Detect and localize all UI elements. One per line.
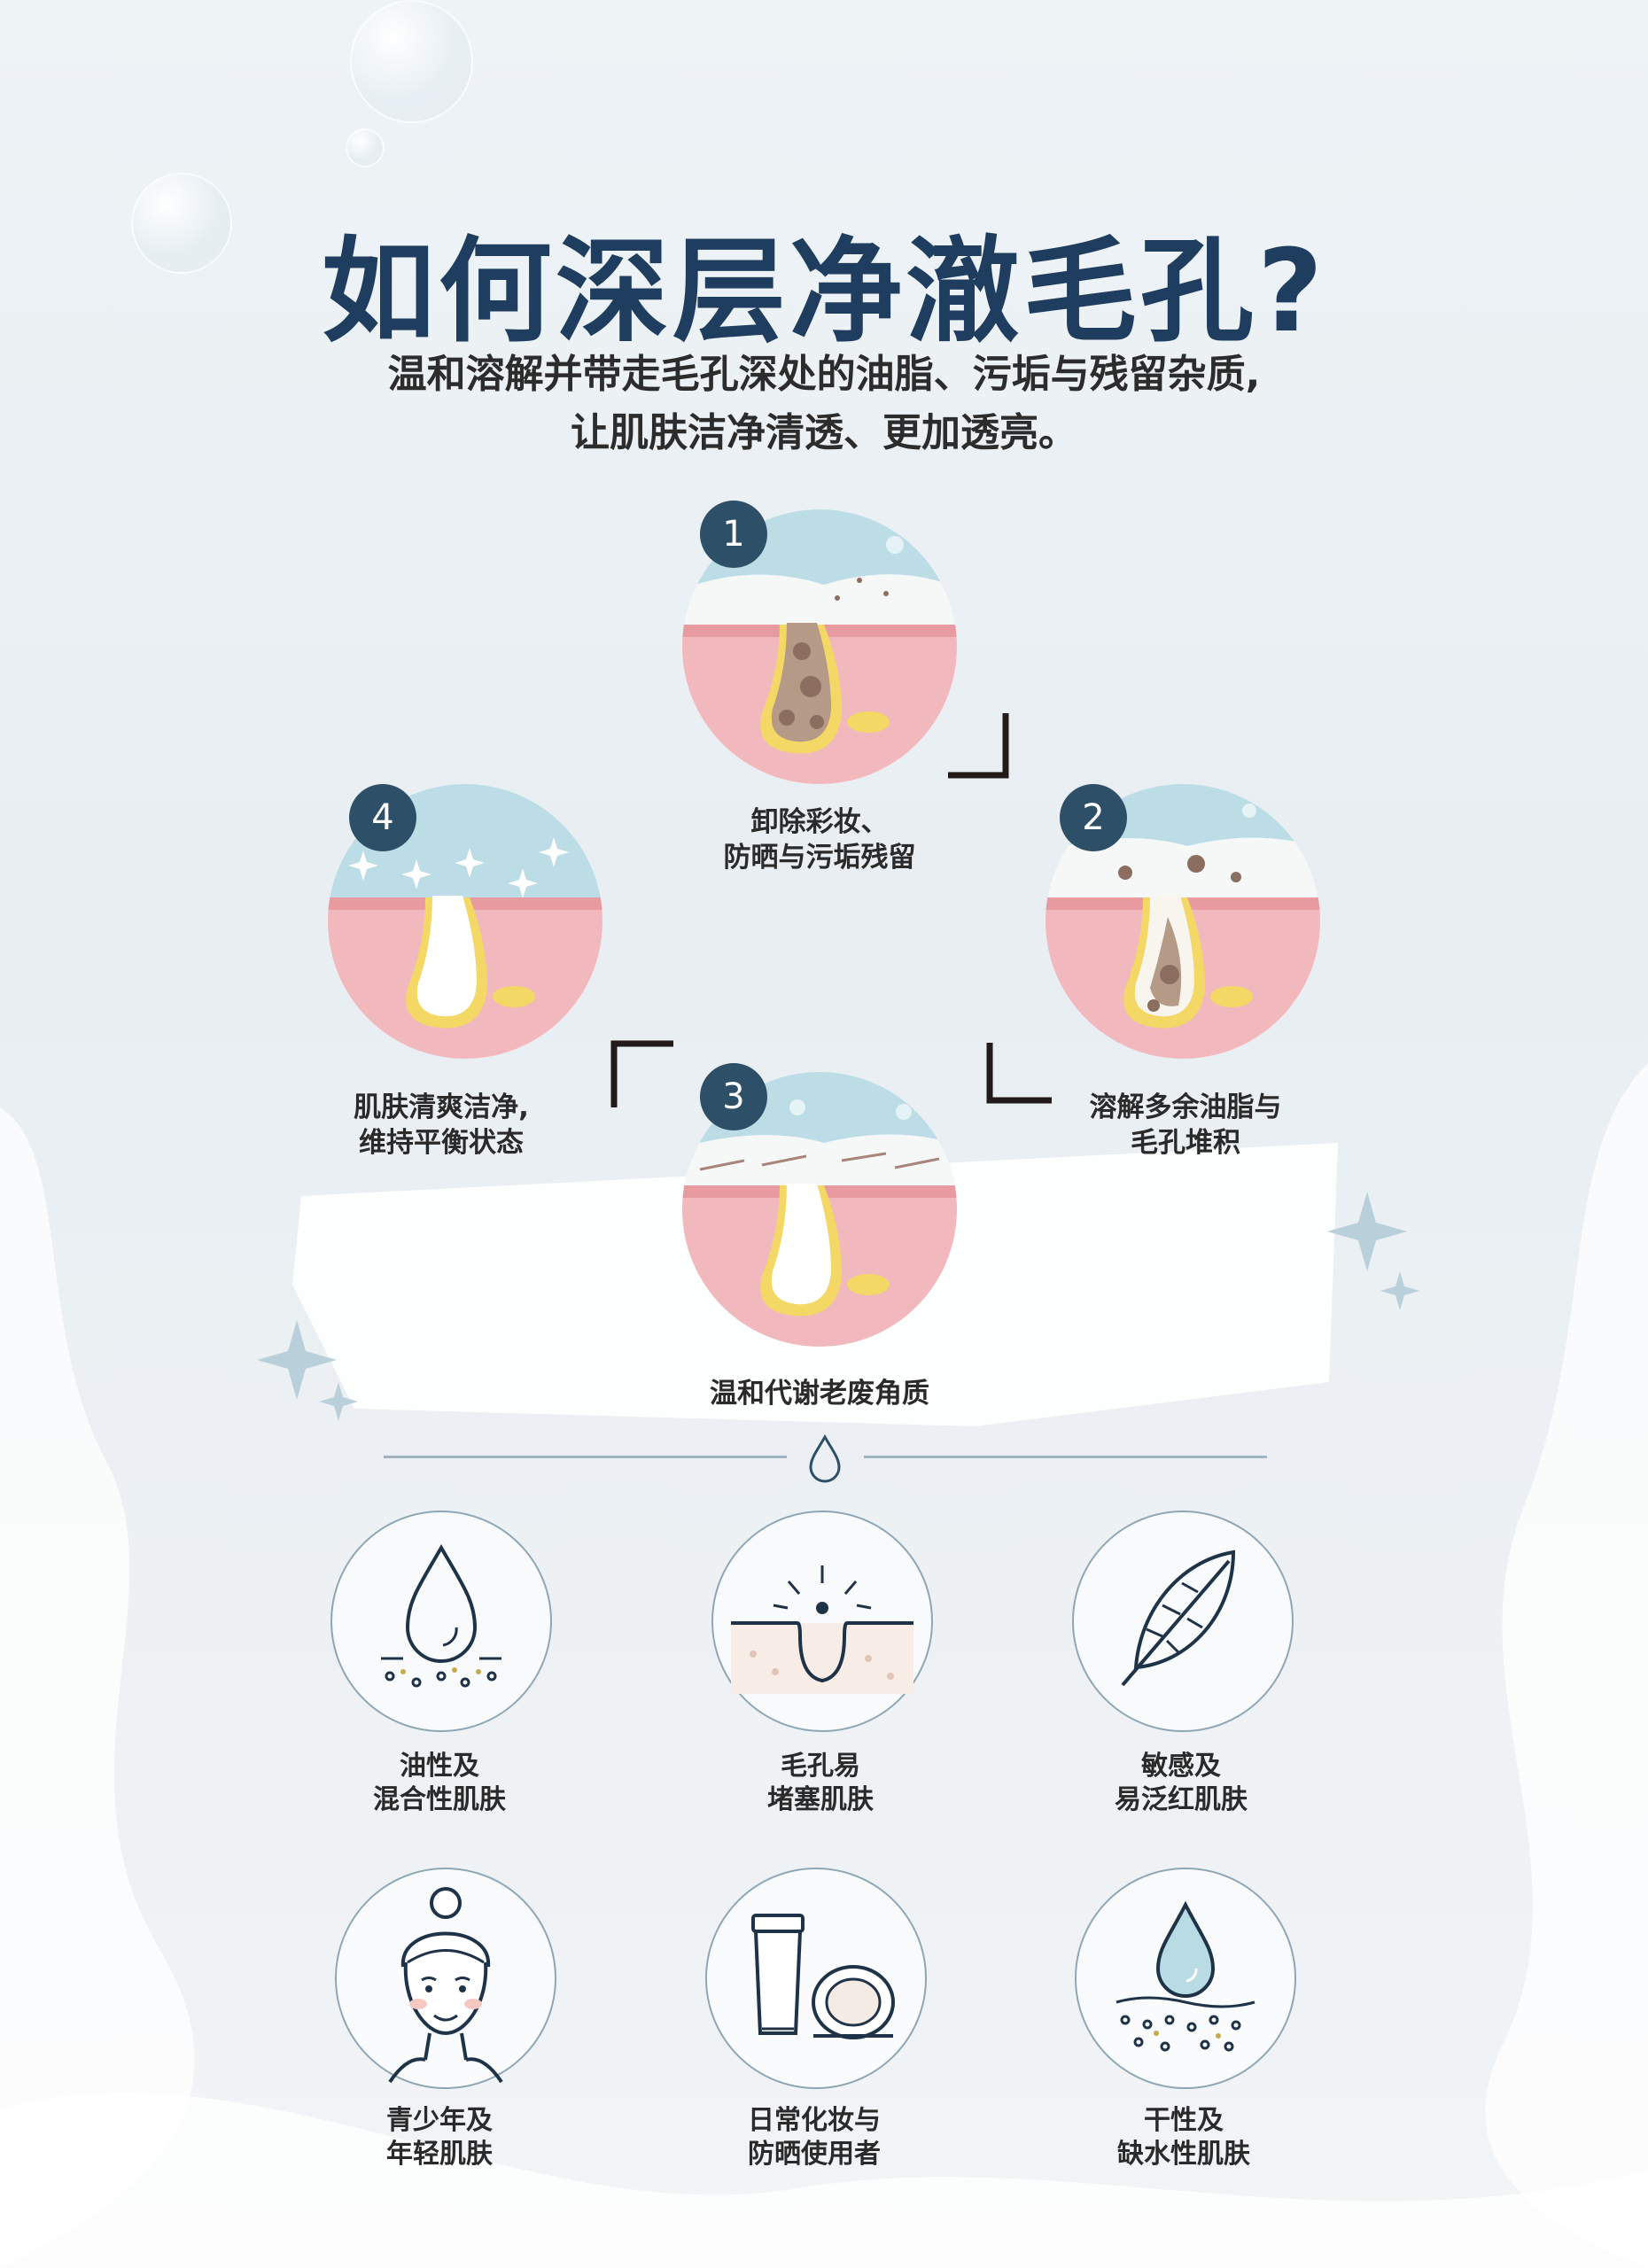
step-label-line: 卸除彩妆、	[750, 806, 889, 838]
flow-bracket-1-to-2	[948, 713, 1009, 779]
skin-type-label: 青少年及 年轻肌肤	[307, 2104, 572, 2171]
makeup-products-icon	[751, 1914, 895, 2039]
teen-face-icon	[388, 1887, 503, 2084]
flow-bracket-2-to-3	[986, 1043, 1052, 1104]
skin-label-line: 易泛红肌肤	[1115, 1784, 1248, 1815]
skin-label-line: 堵塞肌肤	[767, 1784, 874, 1815]
step-4-label: 肌肤清爽洁净, 维持平衡状态	[282, 1090, 601, 1161]
step-2-illustration	[1046, 784, 1320, 1059]
section-divider-left	[384, 1456, 787, 1458]
skin-type-label: 油性及 混合性肌肤	[307, 1750, 572, 1817]
step-1-badge: 1	[700, 501, 767, 568]
skin-type-dry-icon-circle	[1075, 1868, 1296, 2089]
subtitle-line: 温和溶解并带走毛孔深处的油脂、污垢与残留杂质,	[387, 352, 1261, 397]
page-title: 如何深层净澈毛孔?	[321, 226, 1327, 358]
section-divider-right	[864, 1456, 1267, 1458]
skin-type-label: 毛孔易 堵塞肌肤	[688, 1750, 953, 1817]
skin-type-teen-icon-circle	[335, 1868, 556, 2089]
step-4-illustration	[328, 784, 602, 1059]
skin-label-line: 敏感及	[1141, 1751, 1221, 1782]
step-1-illustration	[682, 509, 957, 784]
step-2-label: 溶解多余油脂与 毛孔堆积	[1026, 1090, 1345, 1161]
page-subtitle: 温和溶解并带走毛孔深处的油脂、污垢与残留杂质, 让肌肤洁净清透、更加透亮。	[0, 346, 1648, 462]
skin-label-line: 缺水性肌肤	[1117, 2139, 1250, 2170]
subtitle-line: 让肌肤洁净清透、更加透亮。	[571, 410, 1077, 455]
skin-type-sensitive-icon-circle	[1072, 1511, 1294, 1732]
skin-type-label: 敏感及 易泛红肌肤	[1048, 1750, 1314, 1817]
step-3-label: 温和代谢老废角质	[660, 1376, 979, 1411]
step-4-badge: 4	[349, 784, 416, 851]
water-drop-icon	[809, 1433, 841, 1483]
skin-type-clogged-icon-circle	[711, 1511, 933, 1732]
skin-label-line: 日常化妆与	[748, 2105, 881, 2136]
skin-type-oily-icon-circle	[330, 1511, 552, 1732]
step-3-illustration	[682, 1072, 957, 1347]
skin-label-line: 干性及	[1144, 2105, 1224, 2136]
hydration-drop-icon	[1116, 1900, 1255, 2052]
step-label-line: 毛孔堆积	[1131, 1127, 1240, 1159]
step-label-line: 防晒与污垢残留	[723, 842, 916, 874]
skin-label-line: 油性及	[400, 1751, 479, 1782]
skin-label-line: 毛孔易	[781, 1751, 860, 1782]
bubble-decoration	[346, 128, 385, 167]
bubble-decoration	[350, 0, 473, 123]
oil-drop-icon	[381, 1543, 501, 1688]
skin-label-line: 青少年及	[386, 2105, 493, 2136]
skin-label-line: 混合性肌肤	[373, 1784, 506, 1815]
skin-type-label: 干性及 缺水性肌肤	[1051, 2104, 1317, 2171]
step-1-label: 卸除彩妆、 防晒与污垢残留	[660, 804, 979, 875]
step-label-line: 温和代谢老废角质	[710, 1378, 929, 1410]
flow-bracket-3-to-4	[610, 1040, 673, 1107]
clogged-pore-icon	[731, 1565, 913, 1694]
step-label-line: 维持平衡状态	[359, 1127, 524, 1159]
skin-label-line: 年轻肌肤	[386, 2139, 493, 2170]
feather-icon	[1121, 1550, 1236, 1687]
step-label-line: 溶解多余油脂与	[1089, 1091, 1282, 1123]
skin-type-label: 日常化妆与 防晒使用者	[681, 2104, 947, 2171]
step-label-line: 肌肤清爽洁净,	[354, 1091, 529, 1123]
skin-type-makeup-icon-circle	[705, 1868, 927, 2089]
step-3-badge: 3	[700, 1063, 767, 1130]
skin-label-line: 防晒使用者	[748, 2139, 881, 2170]
step-2-badge: 2	[1060, 784, 1127, 851]
